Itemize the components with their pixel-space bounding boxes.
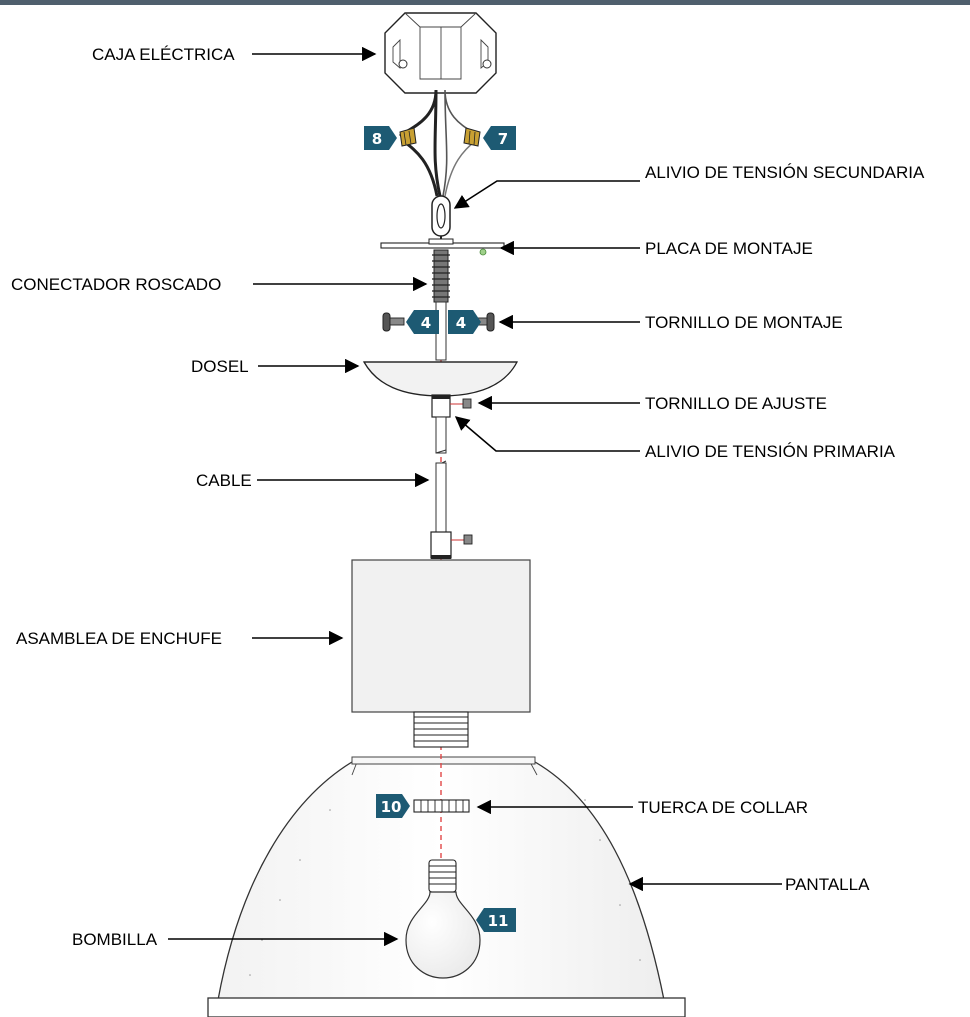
header-bar <box>0 0 970 5</box>
label-alivio-secundaria: ALIVIO DE TENSIÓN SECUNDARIA <box>645 163 925 182</box>
cable-segment <box>435 449 447 534</box>
svg-text:11: 11 <box>488 912 509 930</box>
wire-connector-left <box>399 127 417 147</box>
badge-collar-nut: 10 <box>376 794 410 818</box>
canopy <box>362 361 519 397</box>
electrical-box <box>384 12 497 94</box>
label-tuerca-collar: TUERCA DE COLLAR <box>638 798 808 817</box>
socket-assembly <box>351 559 531 748</box>
light-bulb <box>405 859 481 979</box>
label-tornillo-montaje: TORNILLO DE MONTAJE <box>645 313 843 332</box>
label-conectador-roscado: CONECTADOR ROSCADO <box>11 275 221 294</box>
mounting-screw-left <box>382 312 405 332</box>
badge-bulb: 11 <box>476 908 516 932</box>
collar-nut <box>413 799 470 813</box>
label-asamblea-enchufe: ASAMBLEA DE ENCHUFE <box>16 629 222 648</box>
set-screw <box>450 398 472 409</box>
leader-lines <box>168 46 782 947</box>
svg-text:10: 10 <box>381 798 402 816</box>
threaded-connector <box>432 249 450 303</box>
badge-mount-screw-left: 4 <box>406 310 439 334</box>
label-caja-electrica: CAJA ELÉCTRICA <box>92 45 235 64</box>
svg-text:4: 4 <box>456 314 466 332</box>
label-tornillo-ajuste: TORNILLO DE AJUSTE <box>645 394 827 413</box>
label-alivio-primaria: ALIVIO DE TENSIÓN PRIMARIA <box>645 442 896 461</box>
svg-text:7: 7 <box>498 130 508 148</box>
lower-strain-relief <box>430 531 473 559</box>
badge-mount-screw-right: 4 <box>448 310 481 334</box>
wire-connector-right <box>463 127 481 147</box>
label-dosel: DOSEL <box>191 357 249 376</box>
svg-text:8: 8 <box>372 130 382 148</box>
badge-wire-connector-right: 7 <box>483 126 516 150</box>
label-placa-montaje: PLACA DE MONTAJE <box>645 239 813 258</box>
label-cable: CABLE <box>196 471 252 490</box>
label-pantalla: PANTALLA <box>785 875 870 894</box>
secondary-strain-relief <box>431 195 451 244</box>
badge-wire-connector-left: 8 <box>364 126 397 150</box>
label-bombilla: BOMBILLA <box>72 930 158 949</box>
primary-strain-relief <box>431 394 451 454</box>
svg-text:4: 4 <box>421 314 431 332</box>
